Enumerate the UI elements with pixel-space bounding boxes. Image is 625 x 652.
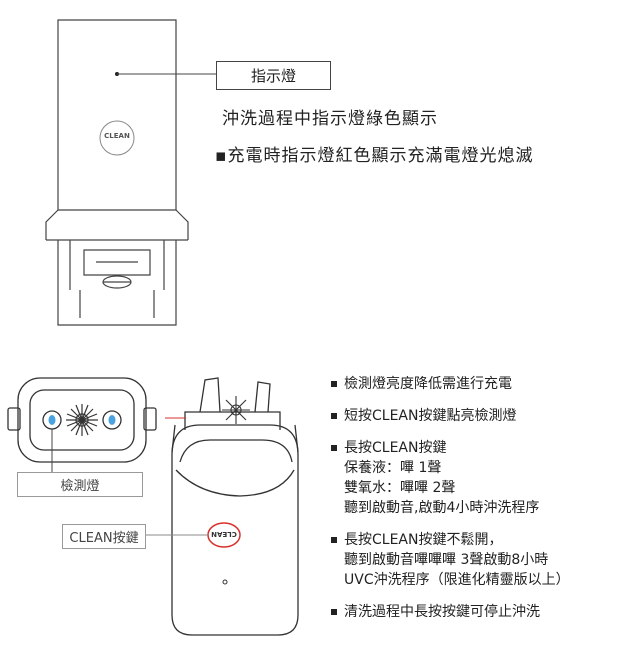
instruction-line: 長按CLEAN按鍵 (344, 440, 447, 456)
indicator-label: 指示燈 (250, 67, 296, 85)
instruction-item: 清洗過程中長按按鍵可停止沖洗 (330, 602, 620, 622)
instruction-line: UVC沖洗程序（限進化精靈版以上） (344, 572, 570, 588)
top-device-drawing (45, 19, 189, 326)
device-clean-logo: CLEAN (211, 530, 237, 538)
charge-indicator-text: ▪充電時指示燈紅色顯示充滿電燈光熄滅 (215, 146, 534, 166)
instruction-line: 長按CLEAN按鍵不鬆開， (344, 532, 503, 548)
button-label-box: CLEAN按鍵 (62, 524, 146, 549)
instruction-item: 短按CLEAN按鍵點亮檢測燈 (330, 406, 620, 426)
instruction-line: 保養液：嗶 1聲 (344, 460, 442, 476)
instruction-line: 短按CLEAN按鍵點亮檢測燈 (344, 408, 517, 424)
sensor-light-right (108, 415, 116, 425)
instruction-item: 長按CLEAN按鍵不鬆開， 聽到啟動音嗶嗶嗶 3聲啟動8小時 UVC沖洗程序（限… (330, 530, 620, 590)
instruction-line: 聽到啟動音,啟動4小時沖洗程序 (344, 500, 540, 516)
instruction-line: 雙氧水：嗶嗶 2聲 (344, 480, 456, 496)
bottom-device-drawing (171, 377, 299, 636)
brush-head-icon (66, 404, 98, 436)
button-label: CLEAN按鍵 (69, 531, 139, 546)
instruction-line: 檢測燈亮度降低需進行充電 (344, 376, 512, 392)
flush-indicator-text: 沖洗過程中指示燈綠色顯示 (222, 109, 438, 129)
top-clean-logo-ring (99, 120, 135, 156)
instruction-line: 清洗過程中長按按鍵可停止沖洗 (344, 604, 540, 620)
sensor-label: 檢測燈 (60, 479, 100, 494)
instruction-list: 檢測燈亮度降低需進行充電 短按CLEAN按鍵點亮檢測燈 長按CLEAN按鍵 保養… (330, 374, 620, 634)
sensor-light-left (48, 415, 56, 425)
sensor-label-box: 檢測燈 (17, 472, 143, 497)
instruction-item: 檢測燈亮度降低需進行充電 (330, 374, 620, 394)
top-clean-logo: CLEAN (104, 132, 130, 140)
sensor-head-drawing (7, 377, 157, 463)
indicator-label-box: 指示燈 (216, 61, 331, 90)
instruction-line: 聽到啟動音嗶嗶嗶 3聲啟動8小時 (344, 552, 549, 568)
instruction-item: 長按CLEAN按鍵 保養液：嗶 1聲 雙氧水：嗶嗶 2聲 聽到啟動音,啟動4小時… (330, 438, 620, 518)
brush-head-icon-2 (222, 396, 250, 424)
status-led (222, 579, 228, 585)
